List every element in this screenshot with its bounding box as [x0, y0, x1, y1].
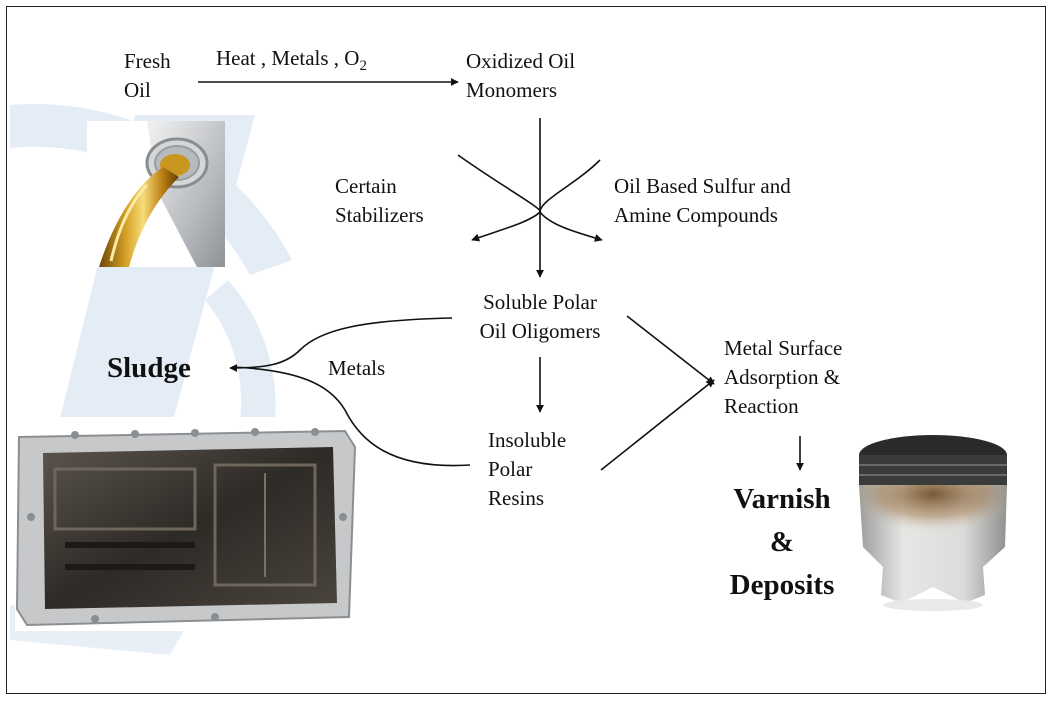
varnish-line-2: & [769, 526, 795, 558]
soluble-line-1: Soluble Polar [483, 290, 597, 314]
metals-label: Metals [328, 356, 386, 380]
metal-surface-label: Metal Surface Adsorption & Reaction [724, 334, 842, 421]
arrow-soluble-to-metal-surface [626, 315, 715, 385]
reagents-text: Heat , Metals , O [216, 46, 360, 70]
sulfur-amine-label: Oil Based Sulfur and Amine Compounds [614, 172, 791, 230]
stabilizers-line-2: Stabilizers [335, 203, 424, 227]
metal-surface-line-3: Reaction [724, 394, 799, 418]
oxidized-line-2: Monomers [466, 78, 557, 102]
arrow-soluble-to-sludge [229, 317, 453, 372]
soluble-line-2: Oil Oligomers [479, 319, 601, 343]
arrow-insoluble-to-metal-surface [600, 379, 715, 471]
stabilizers-line-1: Certain [335, 174, 397, 198]
piston-photo [855, 427, 1012, 614]
varnish-line-1: Varnish [733, 483, 831, 515]
fresh-oil-label: Fresh Oil [124, 47, 171, 105]
oil-pour-photo [87, 121, 225, 267]
arrow-to-sulfur-amine [539, 159, 603, 242]
varnish-line-3: Deposits [729, 569, 835, 601]
certain-stabilizers-label: Certain Stabilizers [335, 172, 424, 230]
varnish-deposits-label: Varnish & Deposits [702, 478, 862, 607]
insoluble-line-2: Polar [488, 457, 533, 481]
oxidized-line-1: Oxidized Oil [466, 49, 576, 73]
fresh-oil-line-1: Fresh [124, 49, 171, 73]
sludge-label: Sludge [107, 352, 191, 384]
insoluble-line-1: Insoluble [488, 428, 567, 452]
oil-pan-photo [15, 417, 358, 631]
sulfur-line-1: Oil Based Sulfur and [614, 174, 791, 198]
fresh-oil-line-2: Oil [124, 78, 151, 102]
arrow-to-stabilizers [457, 154, 541, 242]
oxidized-monomers-label: Oxidized Oil Monomers [466, 47, 575, 105]
metal-surface-line-2: Adsorption & [724, 365, 841, 389]
insoluble-resins-label: Insoluble Polar Resins [488, 426, 566, 513]
insoluble-line-3: Resins [488, 486, 545, 510]
diagram-frame [6, 6, 1046, 694]
line-resins-to-sludge [231, 366, 471, 467]
metal-surface-line-1: Metal Surface [724, 336, 843, 360]
sulfur-line-2: Amine Compounds [614, 203, 778, 227]
reagents-subscript: 2 [359, 58, 367, 75]
soluble-oligomers-label: Soluble Polar Oil Oligomers [440, 288, 640, 346]
reagents-label: Heat , Metals , O2 [216, 44, 367, 81]
